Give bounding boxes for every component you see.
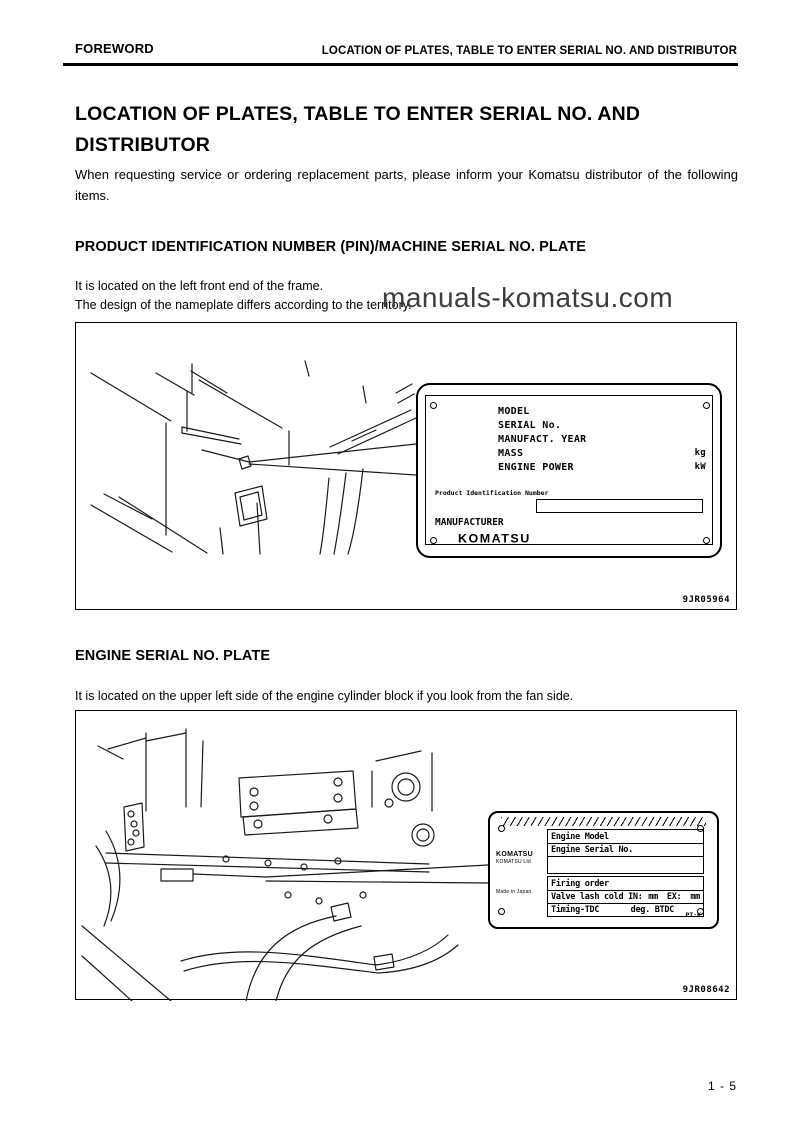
made-in-japan-label: Made in Japan	[496, 889, 532, 895]
komatsu-ltd-label: KOMATSU Ltd	[496, 859, 531, 865]
engine-serial-plate: KOMATSU KOMATSU Ltd Made in Japan Engine…	[488, 811, 719, 929]
pin-section-heading: PRODUCT IDENTIFICATION NUMBER (PIN)/MACH…	[75, 239, 587, 255]
header-section-label: FOREWORD	[75, 41, 154, 56]
row-firing-order: Firing order	[551, 878, 609, 889]
manufacturer-label: MANUFACTURER	[435, 517, 504, 528]
figure-code: 9JR05964	[682, 595, 730, 605]
plate-hatch-band	[501, 817, 706, 826]
engine-section-heading: ENGINE SERIAL NO. PLATE	[75, 648, 271, 664]
figure-engine-plate: KOMATSU KOMATSU Ltd Made in Japan Engine…	[75, 710, 737, 1001]
bolt-hole	[430, 537, 437, 544]
pin-number-label: Product Identification Number	[435, 489, 549, 497]
engine-plate-table-group-1: Engine Model Engine Serial No.	[547, 829, 704, 874]
plate-field-model: MODEL	[498, 406, 530, 417]
bolt-hole	[498, 825, 505, 832]
engine-plate-table: Engine Model Engine Serial No. Firing or…	[547, 829, 704, 917]
pin-body-line-1: It is located on the left front end of t…	[75, 279, 324, 293]
komatsu-logo: KOMATSU	[496, 851, 533, 858]
intro-paragraph: When requesting service or ordering repl…	[75, 167, 738, 203]
machine-line-art	[90, 360, 417, 555]
plate-brand-block: KOMATSU KOMATSU Ltd	[496, 851, 546, 865]
bolt-hole	[697, 825, 704, 832]
pin-number-entry-box	[536, 499, 703, 513]
row-valve-lash: Valve lash cold IN: mm EX: mm	[548, 890, 703, 903]
row-engine-serial: Engine Serial No.	[548, 843, 703, 856]
plate-field-year: MANUFACT. YEAR	[498, 434, 587, 445]
bolt-hole	[498, 908, 505, 915]
header-chapter-label: LOCATION OF PLATES, TABLE TO ENTER SERIA…	[321, 45, 737, 57]
row-blank	[548, 856, 703, 873]
engine-body-line-1: It is located on the upper left side of …	[75, 689, 574, 703]
page-number: 1 - 5	[707, 1079, 737, 1093]
engine-plate-table-group-2: Firing order Valve lash cold IN: mm EX: …	[547, 876, 704, 917]
bolt-hole	[703, 537, 710, 544]
header-rule	[63, 63, 738, 66]
watermark-text: manuals-komatsu.com	[382, 282, 674, 313]
figure-code: 9JR08642	[682, 985, 730, 995]
engine-line-art	[81, 728, 489, 1001]
pt-code-label: PT:K	[685, 911, 701, 919]
komatsu-logo: KOMATSU	[458, 532, 531, 546]
row-engine-model: Engine Model	[551, 831, 609, 842]
row-timing-tdc: Timing-TDC deg. BTDC	[548, 903, 703, 916]
pin-body-line-2: The design of the nameplate differs acco…	[75, 298, 412, 312]
bolt-hole	[703, 402, 710, 409]
plate-field-serial: SERIAL No.	[498, 420, 562, 431]
page-title: LOCATION OF PLATES, TABLE TO ENTER SERIA…	[75, 103, 641, 156]
pin-plate-inner-frame	[425, 395, 713, 545]
bolt-hole	[430, 402, 437, 409]
